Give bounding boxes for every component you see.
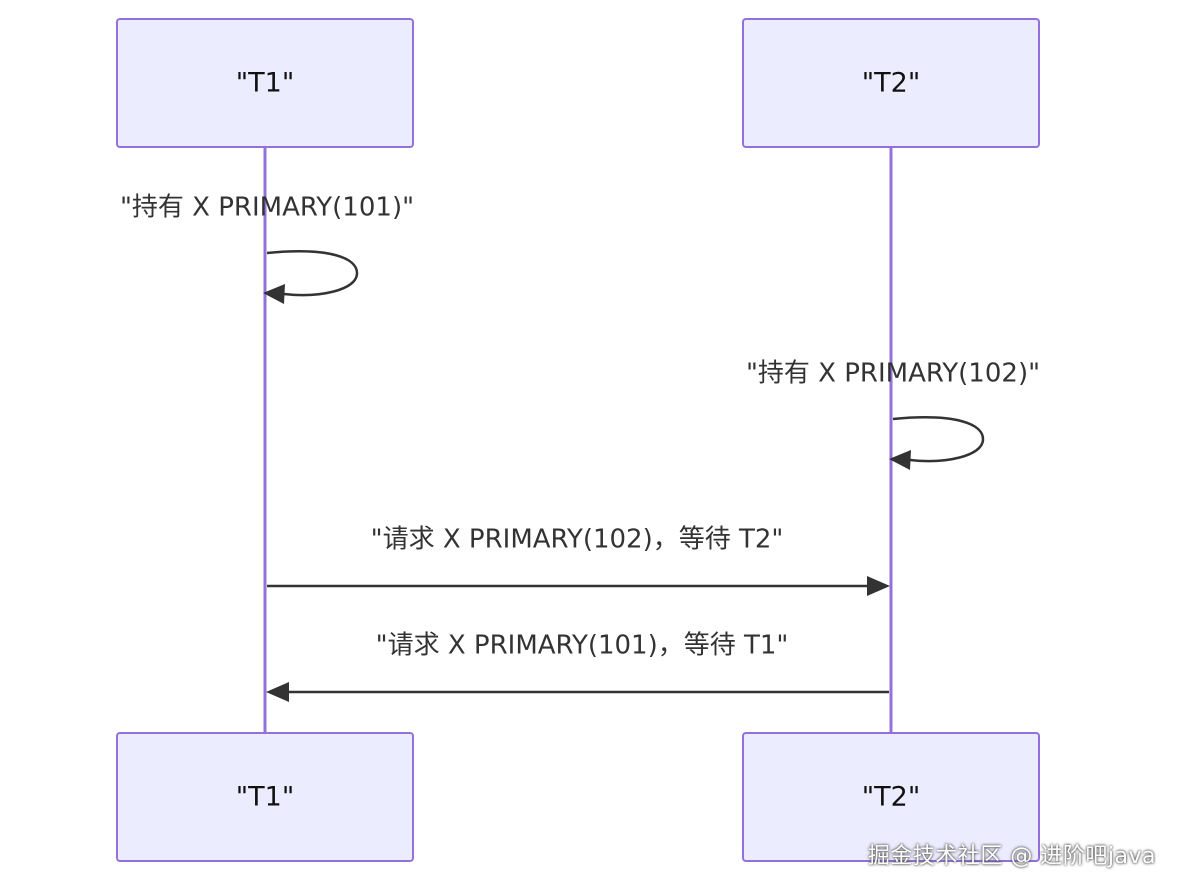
message-2-self-t2: "持有 X PRIMARY(102)" xyxy=(746,359,1040,470)
watermark: 掘金技术社区 @ 进阶吧java xyxy=(867,844,1156,869)
participant-t1-top: "T1" xyxy=(116,18,414,148)
message-3-label: "请求 X PRIMARY(102)，等待 T2" xyxy=(371,525,784,555)
participant-t2-bottom-label: "T2" xyxy=(862,782,921,813)
participant-t1-bottom-label: "T1" xyxy=(236,782,295,813)
message-1-loop xyxy=(266,250,359,297)
participant-t2-top: "T2" xyxy=(742,18,1040,148)
message-2-label: "持有 X PRIMARY(102)" xyxy=(746,359,1040,389)
participant-t2-bottom-box xyxy=(742,732,1040,862)
message-2-arrowhead xyxy=(889,450,911,470)
participant-t2-top-box xyxy=(742,18,1040,148)
participant-t1-bottom: "T1" xyxy=(116,732,414,862)
message-3-arrowhead xyxy=(867,576,890,596)
message-1-self-t1: "持有 X PRIMARY(101)" xyxy=(120,193,414,304)
message-4-arrowhead xyxy=(266,682,289,702)
message-3-t1-to-t2: "请求 X PRIMARY(102)，等待 T2" xyxy=(267,525,890,596)
participant-t1-bottom-box xyxy=(116,732,414,862)
message-1-label: "持有 X PRIMARY(101)" xyxy=(120,193,414,223)
message-4-label: "请求 X PRIMARY(101)，等待 T1" xyxy=(376,631,789,661)
message-2-loop xyxy=(892,416,985,463)
participant-t1-top-box xyxy=(116,18,414,148)
participant-t2-bottom: "T2" xyxy=(742,732,1040,862)
message-4-t2-to-t1: "请求 X PRIMARY(101)，等待 T1" xyxy=(266,631,889,702)
participant-t1-top-label: "T1" xyxy=(236,68,295,99)
message-1-arrowhead xyxy=(263,284,285,304)
participant-t2-top-label: "T2" xyxy=(862,68,921,99)
